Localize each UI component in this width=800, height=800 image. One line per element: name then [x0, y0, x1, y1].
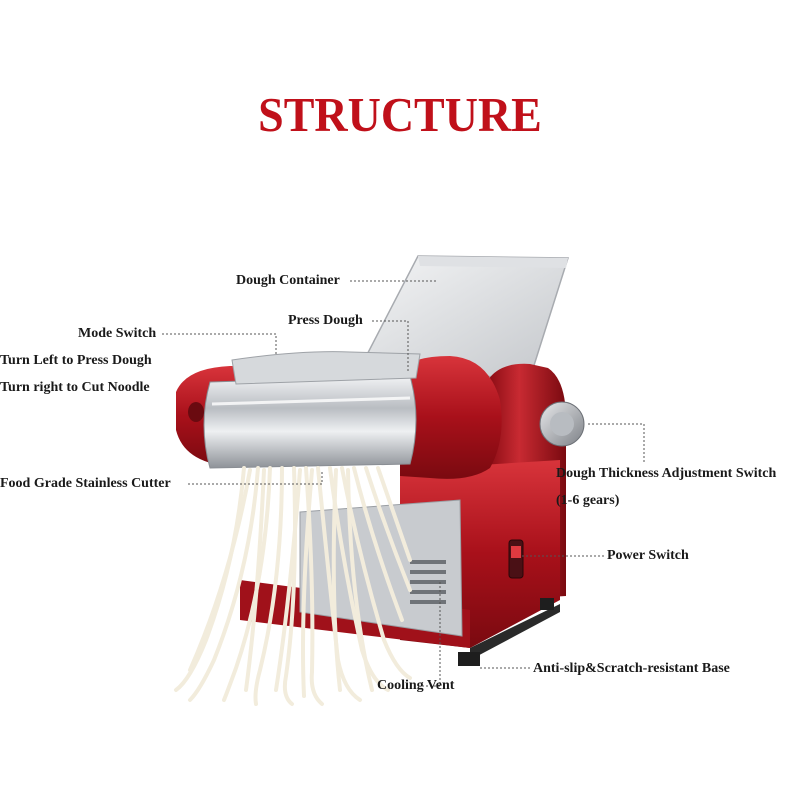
base	[470, 604, 560, 660]
stainless-cutter-drum	[203, 375, 417, 469]
label-base: Anti-slip&Scratch-resistant Base	[533, 661, 730, 676]
label-cooling-vent: Cooling Vent	[377, 678, 455, 693]
label-cutter: Food Grade Stainless Cutter	[0, 476, 171, 491]
label-thickness-switch: Dough Thickness Adjustment Switch	[556, 466, 777, 481]
label-mode-switch: Mode Switch	[78, 326, 157, 341]
right-red-head	[400, 356, 502, 479]
label-power-switch: Power Switch	[607, 548, 689, 563]
noodles	[174, 466, 412, 706]
leader-lines	[162, 280, 645, 687]
label-press-dough: Press Dough	[288, 313, 363, 328]
power-switch	[508, 539, 524, 579]
page-title: STRUCTURE	[258, 87, 542, 142]
label-gears: (1-6 gears)	[556, 493, 620, 508]
label-dough-container: Dough Container	[236, 273, 340, 288]
label-turn-right: Turn right to Cut Noodle	[0, 380, 150, 395]
cooling-vent-slots	[410, 560, 446, 604]
label-turn-left: Turn Left to Press Dough	[0, 353, 152, 368]
